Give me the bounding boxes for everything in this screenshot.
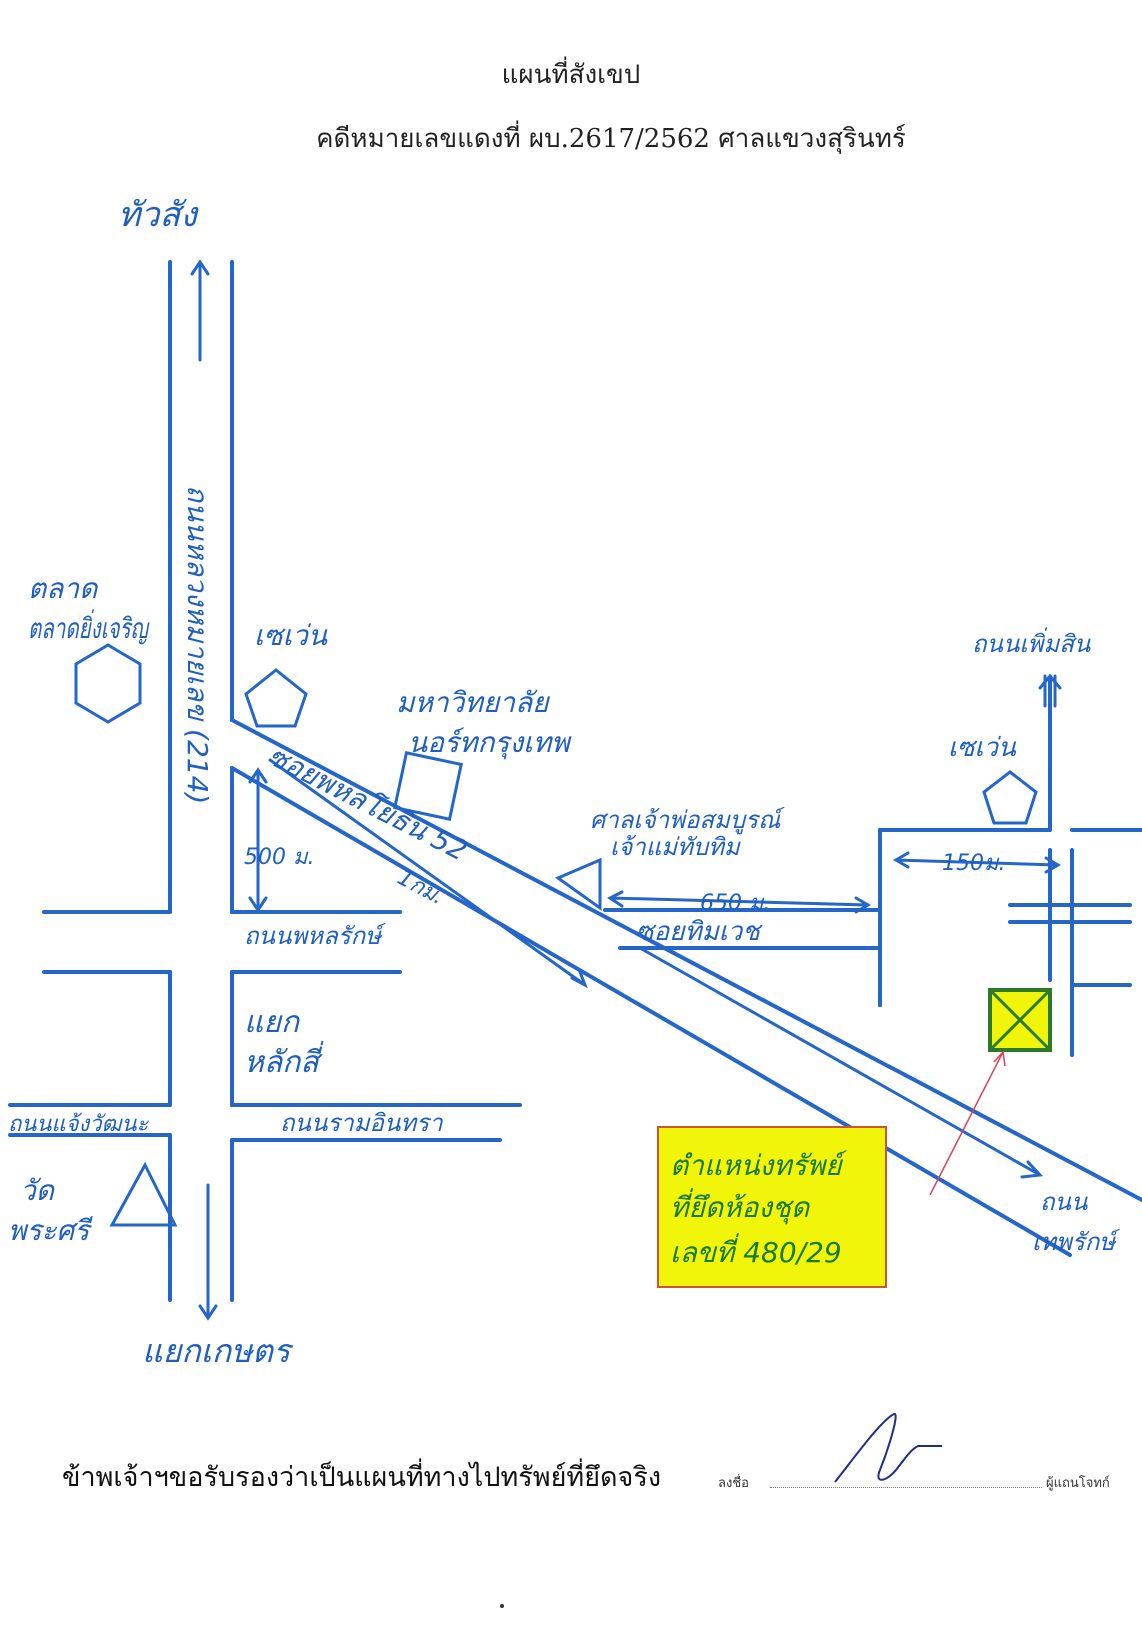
distance-650m: 650 ม.	[700, 891, 770, 916]
road-right-label: ถนนรามอินทรา	[280, 1109, 444, 1137]
distance-500m: 500 ม.	[244, 845, 314, 870]
page-dot	[500, 1604, 504, 1608]
right-roads	[603, 673, 1142, 1057]
junction-label-2: หลักสี่	[244, 1041, 324, 1080]
distance-1km: 1กม.	[393, 865, 448, 910]
map-title: แผนที่สังเขป	[501, 60, 641, 90]
distance-150m: 150ม.	[942, 851, 1006, 876]
road-phraram-label: ถนนพหลรักษ์	[244, 922, 387, 950]
signature-label: ลงชื่อ	[718, 1476, 749, 1491]
road-bottom-right-label-1: ถนน	[1040, 1188, 1088, 1216]
certification-text: ข้าพเจ้าฯขอรับรองว่าเป็นแผนที่ทางไปทรัพย…	[62, 1462, 662, 1493]
seven-eleven-pentagon-icon-2	[982, 770, 1038, 825]
temple-triangle-icon	[109, 1161, 178, 1227]
property-note-line2: ที่ยึดห้องชุด	[670, 1188, 811, 1225]
junction-label-1: แยก	[244, 1005, 301, 1040]
property-note	[657, 1126, 887, 1288]
case-number: คดีหมายเลขแดงที่ ผบ.2617/2562 ศาลแขวงสุร…	[316, 124, 906, 154]
main-road	[168, 259, 234, 1321]
signature-scribble	[834, 1412, 942, 1483]
market-label: ตลาดยิ่งเจริญ	[28, 609, 150, 645]
north-destination-label: ทัวสัง	[118, 195, 199, 235]
property-marker	[929, 988, 1052, 1196]
cross-roads	[8, 910, 522, 1142]
signature-line	[770, 1487, 1042, 1488]
market-hexagon-icon	[74, 643, 142, 724]
university-label-1: มหาวิทยาลัย	[396, 686, 550, 719]
main-road-label: ถนนหลวงหมายเลข (214)	[181, 485, 214, 804]
seven-eleven-label-2: เซเว่น	[948, 733, 1017, 763]
university-square-icon	[393, 751, 463, 821]
road-bottom-right-label-2: เทพรักษ์	[1032, 1228, 1121, 1256]
dimension-marks	[248, 767, 1061, 914]
seven-eleven-pentagon-icon	[244, 668, 308, 728]
signer-role: ผู้แถนโจทก์	[1046, 1476, 1110, 1491]
shrine-label-1: ศาลเจ้าพ่อสมบูรณ์	[590, 806, 785, 835]
soi-phahonyothin-52	[230, 718, 1142, 1257]
temple-label-2: พระศรี	[8, 1214, 93, 1247]
shrine-label-2: เจ้าแม่ทับทิม	[610, 833, 741, 861]
university-label-2: นอร์ทกรุงเทพ	[408, 726, 572, 760]
shrine-triangle-icon	[554, 857, 602, 911]
property-note-line1: ตำแหน่งทรัพย์	[670, 1149, 848, 1182]
south-destination-label: แยกเกษตร	[142, 1332, 294, 1370]
road-top-right-label: ถนนเพิ่มสิน	[972, 627, 1091, 658]
soi-thimwet-label: ซอยทิมเวช	[636, 917, 763, 947]
market-label-line1: ตลาด	[28, 572, 99, 605]
temple-label-1: วัด	[20, 1174, 56, 1207]
property-note-line3: เลขที่ 480/29	[670, 1233, 842, 1269]
seven-eleven-label: เซเว่น	[254, 619, 328, 652]
road-left-label: ถนนแจ้งวัฒนะ	[8, 1112, 149, 1137]
